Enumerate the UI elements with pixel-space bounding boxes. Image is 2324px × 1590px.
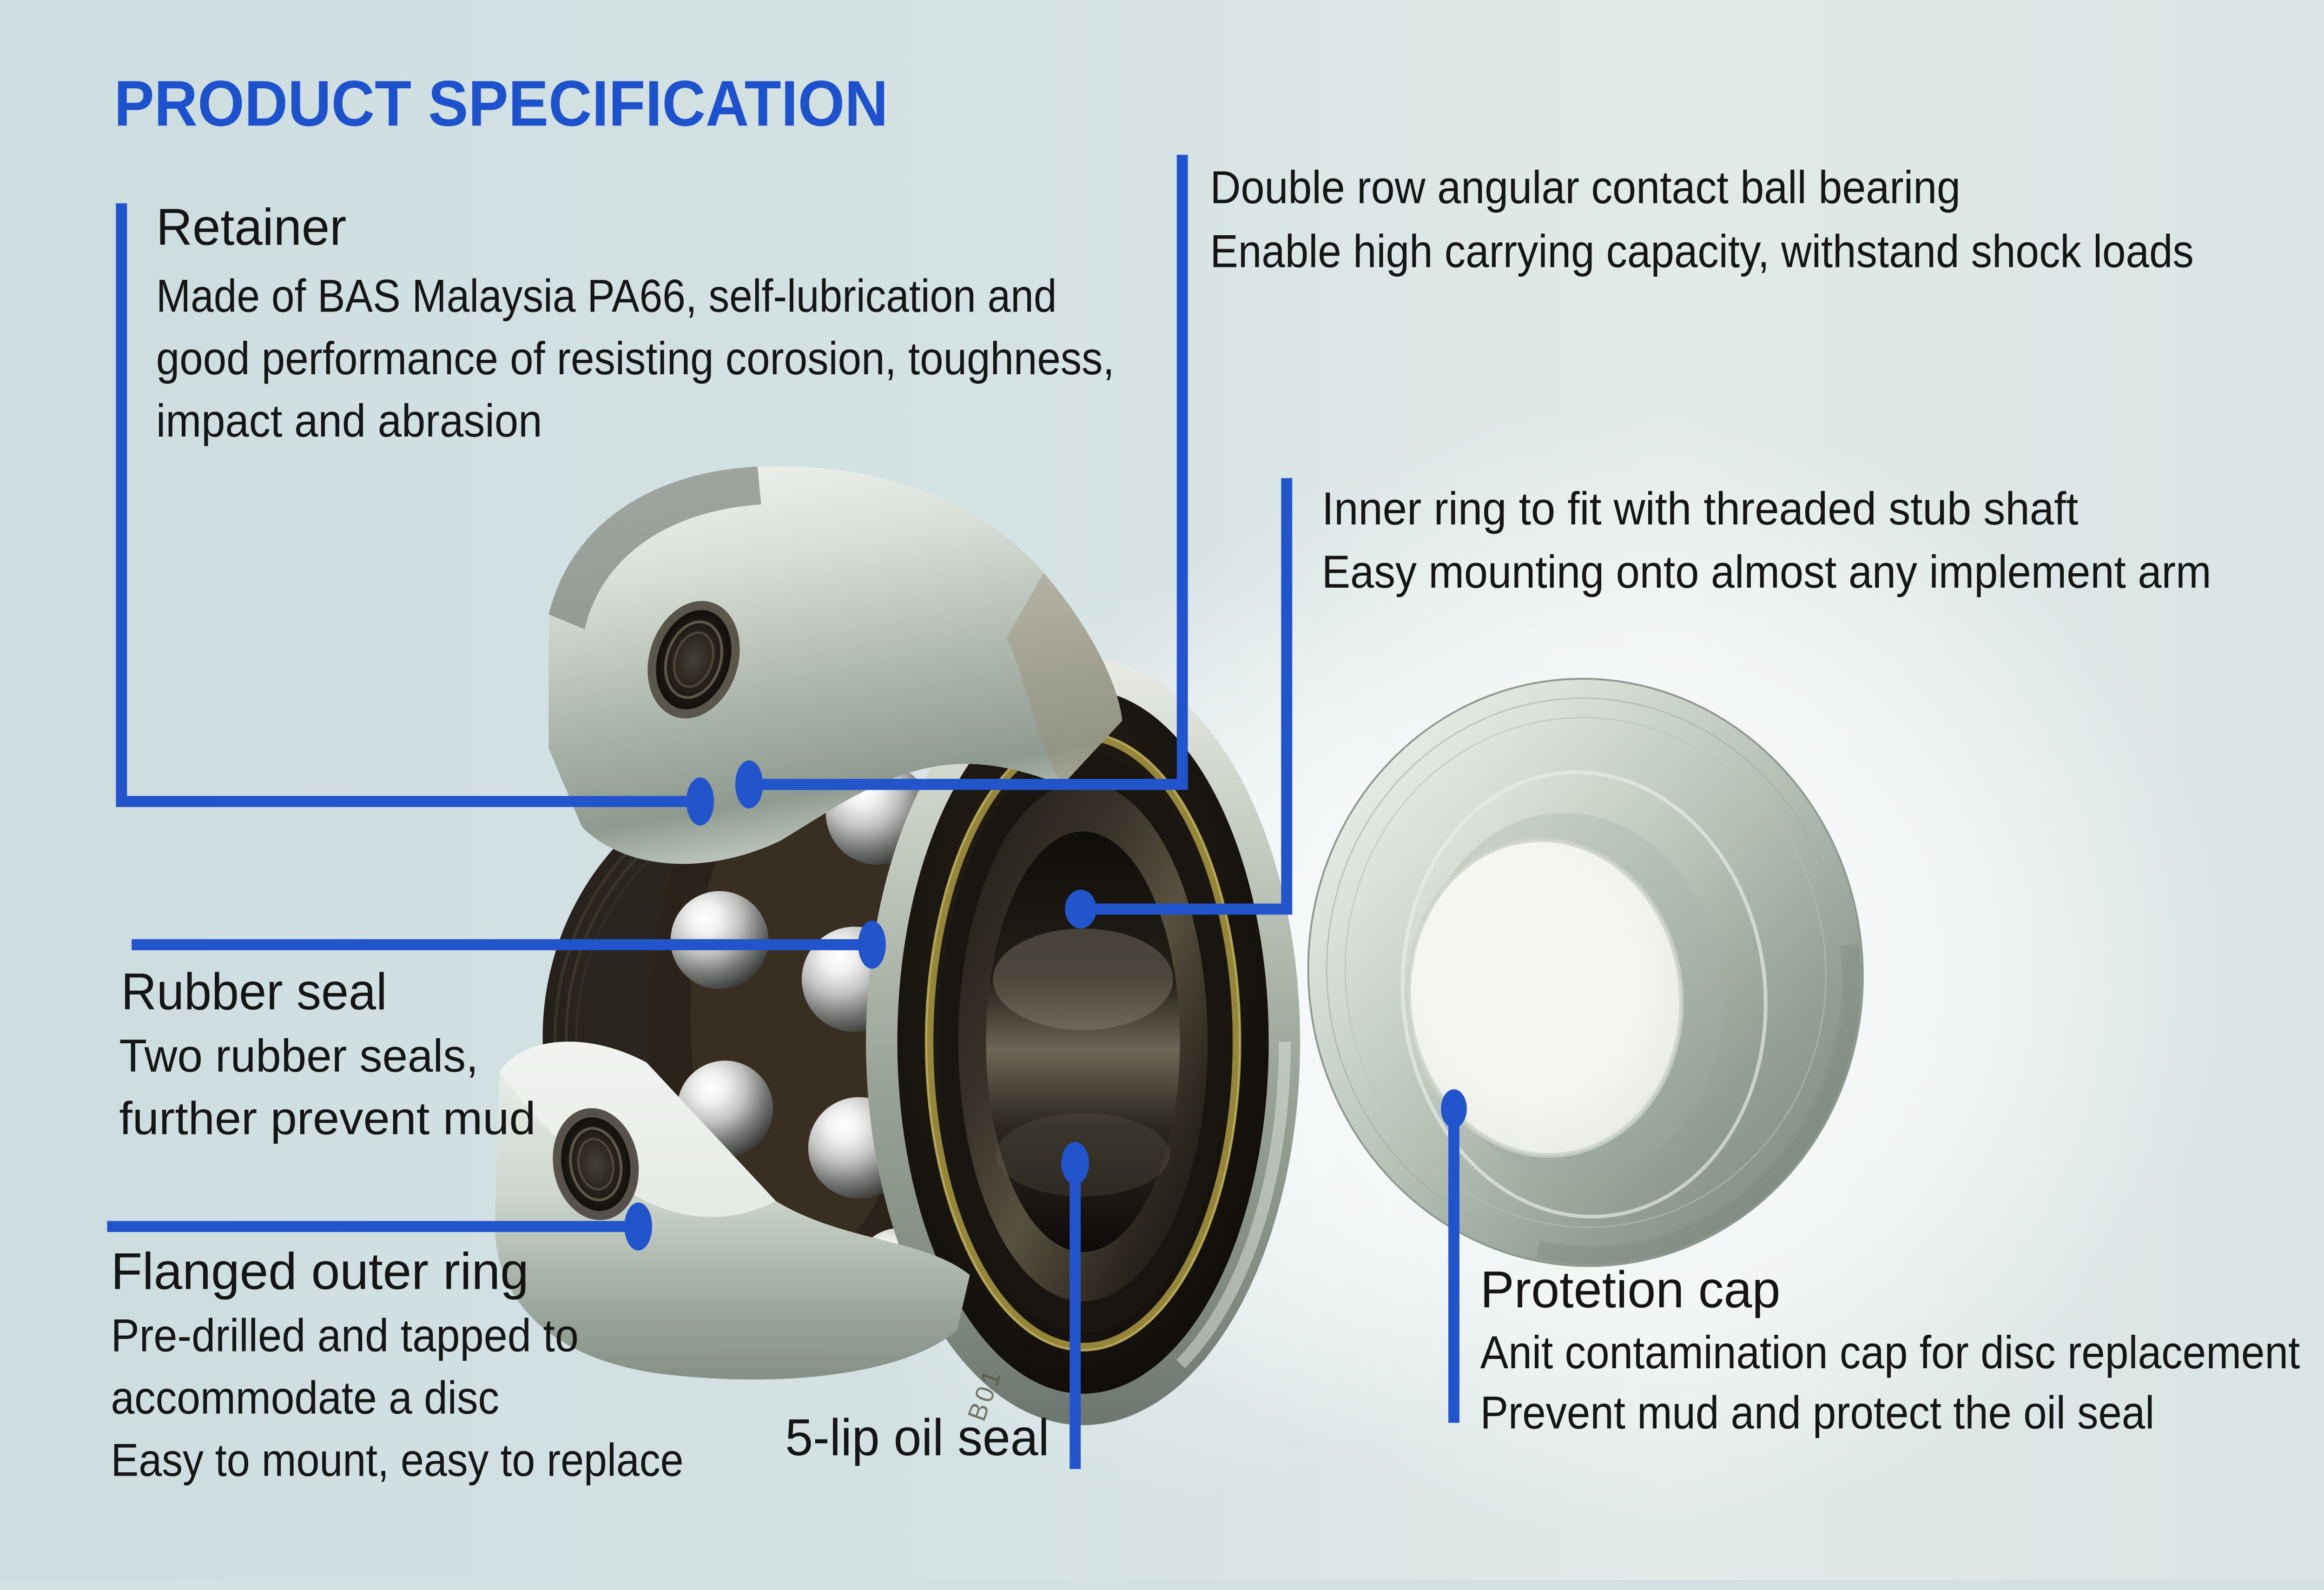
cap-flange-shadow [1310, 681, 1861, 1265]
callout-lines [107, 154, 1467, 1469]
protection-cap-line: Prevent mud and protect the oil seal [1480, 1387, 2155, 1438]
bore [986, 831, 1180, 1252]
callout-dot-retainer [686, 777, 714, 826]
double-row-line: Double row angular contact ball bearing [1210, 162, 1961, 213]
flange-bottom-threaded-hole [553, 1108, 639, 1220]
page-title: PRODUCT SPECIFICATION [114, 67, 888, 139]
callout-dot-double-row [735, 760, 763, 808]
callout-line-double-row [758, 154, 1188, 790]
flanged-outer-ring-heading: Flanged outer ring [111, 1242, 528, 1300]
bearing-photo: B01 [495, 466, 1864, 1425]
protection-cap [1307, 678, 1864, 1267]
cap-hole [1408, 840, 1682, 1156]
callout-protection-cap: Protetion cap Anit contamination cap for… [1480, 1260, 2300, 1438]
callout-dot-rubber-seal [858, 921, 886, 969]
flanged-outer-ring-line: Pre-drilled and tapped to [111, 1310, 579, 1361]
inner-ring-line: Inner ring to fit with threaded stub sha… [1322, 483, 2079, 535]
cap-hole-rim [1406, 837, 1684, 1158]
callout-rubber-seal: Rubber seal Two rubber seals, further pr… [119, 962, 535, 1144]
callout-line-inner-ring [1090, 478, 1293, 915]
rubber-seal-line: further prevent mud [119, 1093, 535, 1144]
protection-cap-line: Anit contamination cap for disc replacem… [1480, 1327, 2300, 1378]
callout-double-row: Double row angular contact ball bearing … [1210, 162, 2193, 277]
callout-inner-ring: Inner ring to fit with threaded stub sha… [1322, 483, 2212, 598]
bore-reflection [993, 928, 1173, 1030]
cap-flange-streak [1344, 716, 1827, 1228]
cap-boss-edge [1400, 770, 1768, 1219]
retainer-line: impact and abrasion [156, 395, 542, 447]
seal-and-inner-ring: B01 [866, 658, 1301, 1425]
retainer-heading: Retainer [156, 198, 346, 256]
callout-retainer: Retainer Made of BAS Malaysia PA66, self… [156, 198, 1115, 447]
callout-flanged-outer-ring: Flanged outer ring Pre-drilled and tappe… [111, 1242, 683, 1486]
flange-bottom-highlight [500, 1041, 776, 1217]
flange-top-bronze-edge [1007, 573, 1122, 786]
callout-dot-flanged-outer-ring [624, 1202, 653, 1251]
callout-dot-protection-cap [1441, 1089, 1467, 1128]
flange-bottom-lobe [495, 1041, 970, 1380]
retainer-line: good performance of resisting corosion, … [156, 333, 1115, 384]
rubber-seal-line: Two rubber seals, [119, 1030, 478, 1082]
callout-dot-oil-seal [1061, 1142, 1089, 1185]
flange-top-lobe [548, 466, 1122, 864]
retainer-line: Made of BAS Malaysia PA66, self-lubricat… [156, 271, 1057, 322]
protection-cap-heading: Protetion cap [1480, 1260, 1781, 1318]
callout-dot-inner-ring [1065, 889, 1096, 929]
rubber-seal-heading: Rubber seal [121, 962, 387, 1020]
inner-ring-edge-highlight [875, 667, 1291, 1416]
flange-top-bevel [548, 466, 761, 629]
cap-flange-streak [1326, 697, 1845, 1247]
inner-ring-line: Easy mounting onto almost any implement … [1322, 546, 2212, 598]
flange-top-threaded-hole [647, 601, 740, 719]
oil-seal-heading: 5-lip oil seal [785, 1408, 1049, 1466]
flanged-outer-ring-line: accommodate a disc [111, 1372, 499, 1424]
double-row-line: Enable high carrying capacity, withstand… [1210, 225, 2193, 277]
flanged-outer-ring-line: Easy to mount, easy to replace [111, 1435, 683, 1486]
callout-line-retainer [116, 203, 691, 807]
